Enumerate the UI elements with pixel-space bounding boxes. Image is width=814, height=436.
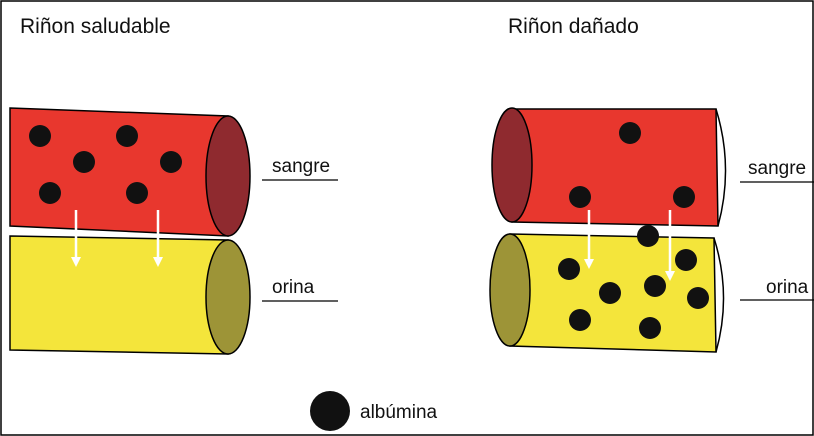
damaged-blood-vessel bbox=[492, 108, 726, 226]
healthy-urine-label: orina bbox=[272, 277, 315, 298]
albumin-dot bbox=[644, 275, 666, 297]
damaged-title: Riñon dañado bbox=[508, 15, 639, 38]
healthy-blood-label: sangre bbox=[272, 156, 330, 177]
albumin-dot bbox=[126, 182, 148, 204]
albumin-dot bbox=[29, 125, 51, 147]
albumin-legend-label: albúmina bbox=[360, 402, 438, 423]
albumin-dot bbox=[687, 287, 709, 309]
healthy-urine-vessel bbox=[10, 236, 250, 354]
albumin-dot bbox=[160, 151, 182, 173]
albumin-dot bbox=[637, 225, 659, 247]
albumin-dot bbox=[599, 282, 621, 304]
albumin-dot bbox=[673, 186, 695, 208]
damaged-blood-label: sangre bbox=[748, 158, 806, 179]
albumin-dot bbox=[569, 186, 591, 208]
albumin-dot bbox=[639, 317, 661, 339]
albumin-dot bbox=[619, 122, 641, 144]
damaged-urine-label: orina bbox=[766, 277, 809, 298]
albumin-dot bbox=[116, 125, 138, 147]
albumin-dot bbox=[73, 151, 95, 173]
albumin-dot bbox=[569, 309, 591, 331]
albumin-dot bbox=[39, 182, 61, 204]
albumin-dot bbox=[675, 249, 697, 271]
albumin-legend-dot bbox=[310, 391, 350, 431]
albumin-dot bbox=[558, 258, 580, 280]
healthy-title: Riñon saludable bbox=[20, 15, 171, 38]
